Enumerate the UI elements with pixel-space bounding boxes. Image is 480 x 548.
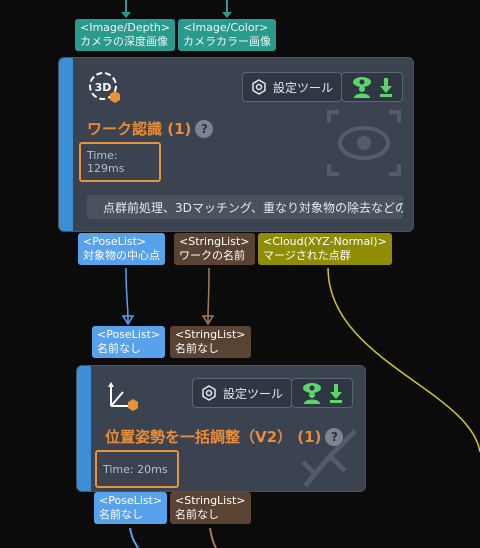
node-title-text: 位置姿勢を一括調整（V2） (1): [105, 428, 322, 446]
input-port-depth[interactable]: <Image/Depth> カメラの深度画像: [75, 19, 176, 51]
help-icon[interactable]: ?: [325, 428, 344, 446]
port-type: <PoseList>: [99, 494, 163, 507]
settings-tool-label: 設定ツール: [223, 386, 284, 401]
port-type: <PoseList>: [83, 235, 147, 248]
download-arrow-icon: [330, 384, 342, 403]
node-title-text: ワーク認識 (1): [87, 120, 192, 138]
settings-tool-label: 設定ツール: [273, 80, 334, 95]
node-accent-bar: [77, 366, 91, 491]
hexagon-gear-icon: [202, 385, 216, 401]
port-name: カメラの深度画像: [80, 35, 168, 48]
wire-string: [207, 267, 210, 323]
port-name: 名前なし: [175, 342, 219, 355]
output-port-pose[interactable]: <PoseList> 対象物の中心点: [78, 233, 165, 265]
port-type: <StringList>: [179, 235, 250, 248]
output-port-string[interactable]: <StringList> ワークの名前: [174, 233, 255, 265]
input-port-pose[interactable]: <PoseList> 名前なし: [92, 326, 166, 358]
input-port-string[interactable]: <StringList> 名前なし: [170, 326, 251, 358]
port-name: 名前なし: [97, 342, 141, 355]
wire-pose: [125, 267, 129, 323]
execution-time-text: Time: 129ms: [87, 149, 125, 175]
port-type: <StringList>: [175, 328, 246, 341]
settings-tool-button[interactable]: 設定ツール: [242, 72, 343, 102]
3d-matching-icon: 3D: [89, 72, 120, 103]
node-batch-pose-adjust[interactable]: 設定ツール 位置姿勢を一括調整（V2） (1)? Time: 20ms: [76, 365, 366, 492]
download-arrow-icon: [380, 78, 392, 97]
wire-string-out: [209, 527, 217, 548]
port-type: <Image/Depth>: [80, 21, 171, 34]
pose-adjust-icon: [108, 382, 138, 411]
help-icon[interactable]: ?: [195, 120, 214, 138]
port-type: <Image/Color>: [183, 21, 269, 34]
port-type: <PoseList>: [97, 328, 161, 341]
node-title: ワーク認識 (1)?: [87, 118, 214, 139]
port-type: <StringList>: [175, 494, 246, 507]
watermark-tree-icon: [301, 429, 357, 488]
output-port-cloud[interactable]: <Cloud(XYZ-Normal)> マージされた点群: [258, 233, 392, 265]
port-name: 名前なし: [99, 508, 143, 521]
svg-text:3D: 3D: [95, 81, 112, 94]
execution-time: Time: 20ms: [95, 450, 179, 488]
visualize-output-button[interactable]: [341, 72, 403, 102]
execution-time-text: Time: 20ms: [103, 462, 168, 476]
node-title: 位置姿勢を一括調整（V2） (1)?: [105, 426, 344, 447]
node-description-text: 点群前処理、3Dマッチング、重なり対象物の除去などの...: [103, 200, 403, 215]
hexagon-gear-icon: [252, 79, 266, 95]
wire-pose-out: [129, 527, 139, 548]
execution-time: Time: 129ms: [79, 142, 161, 182]
eye-person-icon: [353, 77, 371, 98]
node-description[interactable]: 点群前処理、3Dマッチング、重なり対象物の除去などの...: [87, 195, 403, 219]
output-port-pose[interactable]: <PoseList> 名前なし: [94, 492, 168, 524]
port-name: 名前なし: [175, 508, 219, 521]
node-workpiece-recognition[interactable]: 3D 設定ツール ワーク認識 (1)?: [58, 57, 414, 232]
eye-person-icon: [303, 383, 321, 404]
watermark-eye-icon: [327, 110, 401, 176]
port-name: マージされた点群: [263, 249, 351, 262]
visualize-output-button[interactable]: [291, 378, 353, 408]
port-type: <Cloud(XYZ-Normal)>: [263, 235, 387, 248]
settings-tool-button[interactable]: 設定ツール: [192, 378, 293, 408]
port-name: ワークの名前: [179, 249, 245, 262]
output-port-string[interactable]: <StringList> 名前なし: [170, 492, 251, 524]
port-name: カメラカラー画像: [183, 35, 271, 48]
port-name: 対象物の中心点: [83, 249, 160, 262]
input-port-color[interactable]: <Image/Color> カメラカラー画像: [178, 19, 276, 51]
node-accent-bar: [59, 58, 73, 231]
